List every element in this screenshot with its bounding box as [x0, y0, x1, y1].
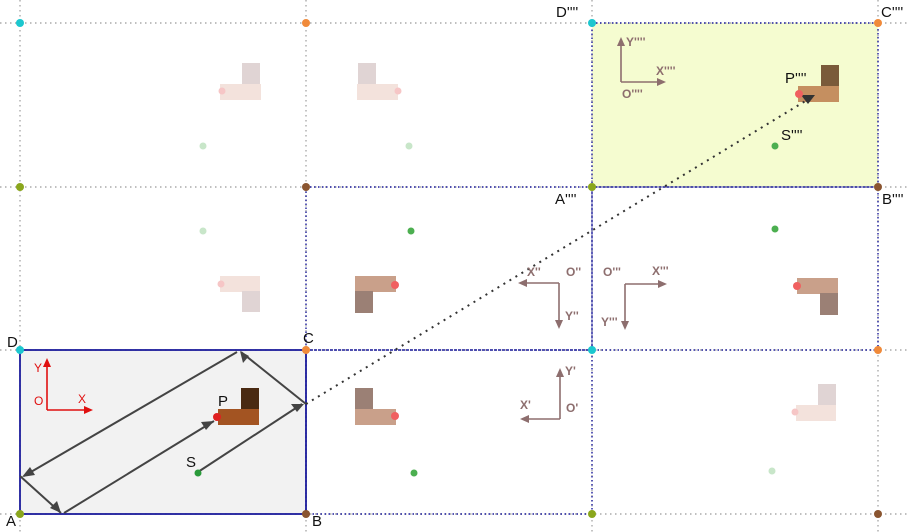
- label-c4: C'''': [881, 4, 903, 21]
- image-cell-fill: [592, 23, 878, 187]
- label-b4: B'''': [882, 191, 904, 208]
- axis-y1-label: Y': [565, 364, 576, 378]
- label-p: P: [218, 393, 228, 410]
- axis-x-label: X: [78, 392, 86, 406]
- axes-prime3: O''' X''' Y''': [601, 264, 669, 330]
- axis-y3-label: Y''': [601, 315, 618, 329]
- label-a4: A'''': [555, 191, 577, 208]
- l-shape-copy-3: [355, 388, 399, 425]
- axes-prime4: Y'''' X'''' O'''': [617, 35, 676, 101]
- ghost-points: [199, 142, 776, 475]
- axis-x3-label: X''': [652, 264, 669, 278]
- axis-origin3-label: O''': [603, 265, 621, 279]
- l-shape-copy-2: [793, 278, 838, 315]
- l-shape-original: [218, 388, 259, 425]
- point-p-image: [795, 90, 803, 98]
- axis-y2-label: Y'': [565, 309, 579, 323]
- point-p: [213, 413, 221, 421]
- label-a: A: [6, 513, 16, 530]
- label-d4: D'''': [556, 4, 578, 21]
- label-s: S: [186, 454, 196, 471]
- point-s-image: [771, 142, 779, 150]
- label-c: C: [303, 330, 314, 347]
- translation-path: [305, 96, 813, 405]
- axis-origin2-label: O'': [566, 265, 581, 279]
- translation-arrowhead: [801, 95, 815, 104]
- corner-markers: [16, 19, 882, 518]
- label-b: B: [312, 513, 322, 530]
- l-shape-copy-1: [355, 276, 399, 313]
- original-cell-border: [19, 349, 307, 515]
- trajectory-arrowheads: [22, 351, 304, 513]
- l-shape-ghost-1: [218, 63, 261, 100]
- axes-original: Y X O: [34, 358, 93, 414]
- label-d: D: [7, 334, 18, 351]
- copy-points: [407, 225, 779, 477]
- axis-origin1-label: O': [566, 401, 578, 415]
- axis-x1-label: X': [520, 398, 531, 412]
- trajectory-path: [19, 351, 307, 514]
- l-shape-ghost-4: [791, 384, 836, 421]
- l-shape-ghost-3: [217, 276, 260, 312]
- axes-prime2: X'' O'' Y'': [518, 265, 581, 329]
- axis-x4-label: X'''': [656, 64, 676, 78]
- l-shape-ghost-2: [357, 63, 402, 100]
- axis-y4-label: Y'''': [626, 35, 646, 49]
- axes-prime1: Y' X' O': [520, 364, 578, 423]
- axis-origin-label: O: [34, 394, 43, 408]
- original-cell-fill: [20, 350, 306, 514]
- translated-cell-borders: [305, 22, 879, 515]
- label-s4: S'''': [781, 127, 803, 144]
- axis-origin4-label: O'''': [622, 87, 643, 101]
- axis-y-label: Y: [34, 361, 42, 375]
- axis-x2-label: X'': [527, 265, 541, 279]
- point-s: [194, 469, 202, 477]
- label-p4: P'''': [785, 70, 807, 87]
